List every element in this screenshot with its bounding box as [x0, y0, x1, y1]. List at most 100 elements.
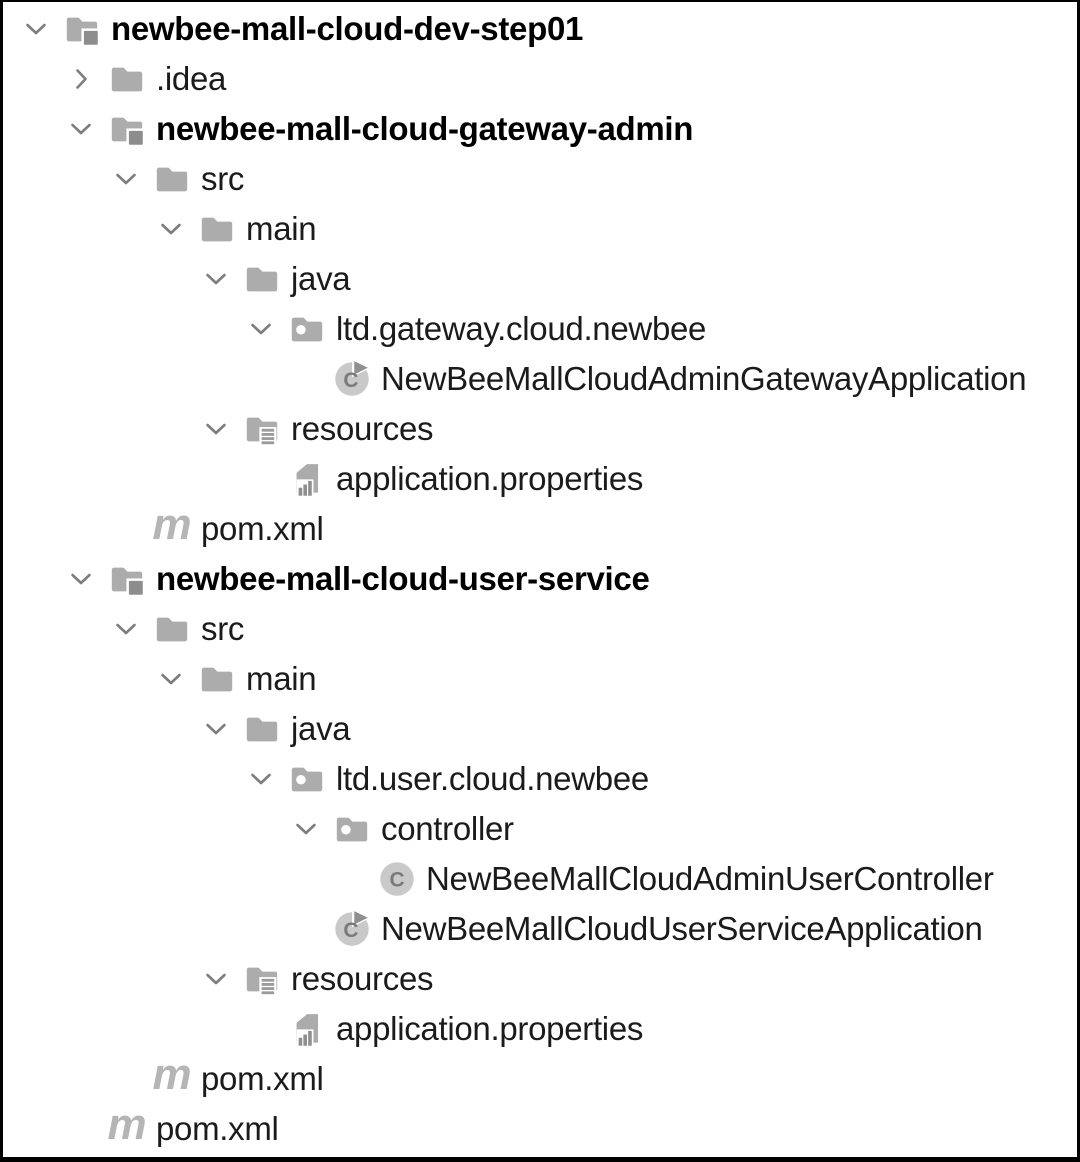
- indent-spacer: [23, 129, 68, 130]
- tree-item-main[interactable]: main: [23, 654, 1077, 704]
- tree-item-label: pom.xml: [201, 510, 324, 547]
- chevron-down-icon[interactable]: [68, 560, 108, 598]
- tree-item-label: application.properties: [336, 460, 644, 497]
- indent-spacer: [23, 279, 203, 280]
- chevron-down-icon[interactable]: [23, 10, 63, 48]
- chevron-down-icon[interactable]: [203, 710, 243, 748]
- svg-text:C: C: [389, 868, 404, 891]
- folder-icon: [243, 260, 281, 298]
- maven-icon: m: [152, 1053, 191, 1098]
- tree-item-label: NewBeeMallCloudAdminGatewayApplication: [381, 360, 1027, 397]
- tree-item-pom-xml[interactable]: m pom.xml: [23, 1053, 1077, 1104]
- tree-item-label: java: [291, 260, 351, 297]
- indent-spacer: [23, 429, 203, 430]
- folder-icon: [153, 610, 191, 648]
- class-icon: C: [378, 860, 416, 898]
- tree-item-application-properties[interactable]: application.properties: [23, 1004, 1077, 1054]
- tree-item-label: .idea: [156, 60, 227, 97]
- indent-spacer: [23, 829, 293, 830]
- indent-spacer: [23, 879, 338, 880]
- folder-icon: [243, 710, 281, 748]
- tree-item-label: controller: [381, 810, 514, 847]
- package-folder-icon: [333, 810, 371, 848]
- indent-spacer: [23, 529, 113, 530]
- tree-item-label: java: [291, 710, 351, 747]
- tree-item-label: ltd.user.cloud.newbee: [336, 760, 649, 797]
- indent-spacer: [23, 479, 248, 480]
- tree-item-main[interactable]: main: [23, 204, 1077, 254]
- tree-item-newbeemallcloudadminusercontroller[interactable]: C NewBeeMallCloudAdminUserController: [23, 854, 1077, 904]
- tree-item-label: NewBeeMallCloudAdminUserController: [426, 860, 994, 897]
- chevron-down-icon[interactable]: [203, 410, 243, 448]
- properties-file-icon: [288, 1010, 326, 1048]
- chevron-down-icon[interactable]: [158, 210, 198, 248]
- indent-spacer: [23, 379, 293, 380]
- indent-spacer: [23, 229, 158, 230]
- package-folder-icon: [288, 760, 326, 798]
- tree-item-ltd-user-cloud-newbee[interactable]: ltd.user.cloud.newbee: [23, 754, 1077, 804]
- chevron-right-icon[interactable]: [68, 60, 108, 98]
- maven-icon: m: [152, 503, 191, 548]
- tree-item-label: pom.xml: [201, 1060, 324, 1097]
- tree-item-newbee-mall-cloud-gateway-admin[interactable]: newbee-mall-cloud-gateway-admin: [23, 104, 1077, 154]
- maven-icon: m: [152, 500, 192, 549]
- chevron-placeholder: [293, 910, 333, 948]
- maven-icon: m: [152, 1050, 192, 1099]
- module-folder-icon: [63, 10, 101, 48]
- indent-spacer: [23, 629, 113, 630]
- indent-spacer: [23, 679, 158, 680]
- properties-file-icon: [288, 460, 326, 498]
- folder-icon: [153, 160, 191, 198]
- tree-item-idea[interactable]: .idea: [23, 54, 1077, 104]
- chevron-down-icon[interactable]: [248, 760, 288, 798]
- indent-spacer: [23, 1079, 113, 1080]
- tree-item-pom-xml[interactable]: m pom.xml: [23, 1103, 1077, 1154]
- tree-item-label: newbee-mall-cloud-dev-step01: [111, 10, 584, 47]
- runnable-class-icon: C: [333, 360, 371, 398]
- indent-spacer: [23, 329, 248, 330]
- tree-item-src[interactable]: src: [23, 604, 1077, 654]
- tree-item-label: newbee-mall-cloud-user-service: [156, 560, 650, 597]
- tree-item-newbee-mall-cloud-user-service[interactable]: newbee-mall-cloud-user-service: [23, 554, 1077, 604]
- tree-item-controller[interactable]: controller: [23, 804, 1077, 854]
- indent-spacer: [23, 1129, 68, 1130]
- tree-item-label: resources: [291, 960, 434, 997]
- package-folder-icon: [288, 310, 326, 348]
- tree-item-newbee-mall-cloud-dev-step01[interactable]: newbee-mall-cloud-dev-step01: [23, 4, 1077, 54]
- tree-item-label: src: [201, 610, 245, 647]
- chevron-placeholder: [293, 360, 333, 398]
- chevron-down-icon[interactable]: [113, 610, 153, 648]
- tree-item-resources[interactable]: resources: [23, 404, 1077, 454]
- chevron-placeholder: [248, 1010, 288, 1048]
- resources-folder-icon: [243, 960, 281, 998]
- tree-item-newbeemallcloudadmingatewayapplication[interactable]: C NewBeeMallCloudAdminGatewayApplication: [23, 354, 1077, 404]
- tree-item-label: src: [201, 160, 245, 197]
- folder-icon: [198, 210, 236, 248]
- tree-item-application-properties[interactable]: application.properties: [23, 454, 1077, 504]
- svg-text:C: C: [343, 919, 358, 942]
- tree-item-src[interactable]: src: [23, 154, 1077, 204]
- indent-spacer: [23, 179, 113, 180]
- tree-item-pom-xml[interactable]: m pom.xml: [23, 503, 1077, 554]
- tree-item-label: ltd.gateway.cloud.newbee: [336, 310, 707, 347]
- chevron-down-icon[interactable]: [248, 310, 288, 348]
- maven-icon: m: [107, 1103, 146, 1148]
- chevron-down-icon[interactable]: [68, 110, 108, 148]
- chevron-down-icon[interactable]: [158, 660, 198, 698]
- tree-item-resources[interactable]: resources: [23, 954, 1077, 1004]
- tree-item-ltd-gateway-cloud-newbee[interactable]: ltd.gateway.cloud.newbee: [23, 304, 1077, 354]
- indent-spacer: [23, 929, 293, 930]
- chevron-placeholder: [113, 510, 153, 548]
- module-folder-icon: [108, 110, 146, 148]
- chevron-down-icon[interactable]: [203, 960, 243, 998]
- tree-item-label: pom.xml: [156, 1110, 279, 1147]
- indent-spacer: [23, 1029, 248, 1030]
- chevron-down-icon[interactable]: [203, 260, 243, 298]
- tree-item-java[interactable]: java: [23, 704, 1077, 754]
- chevron-down-icon[interactable]: [113, 160, 153, 198]
- indent-spacer: [23, 579, 68, 580]
- chevron-down-icon[interactable]: [293, 810, 333, 848]
- folder-icon: [198, 660, 236, 698]
- tree-item-java[interactable]: java: [23, 254, 1077, 304]
